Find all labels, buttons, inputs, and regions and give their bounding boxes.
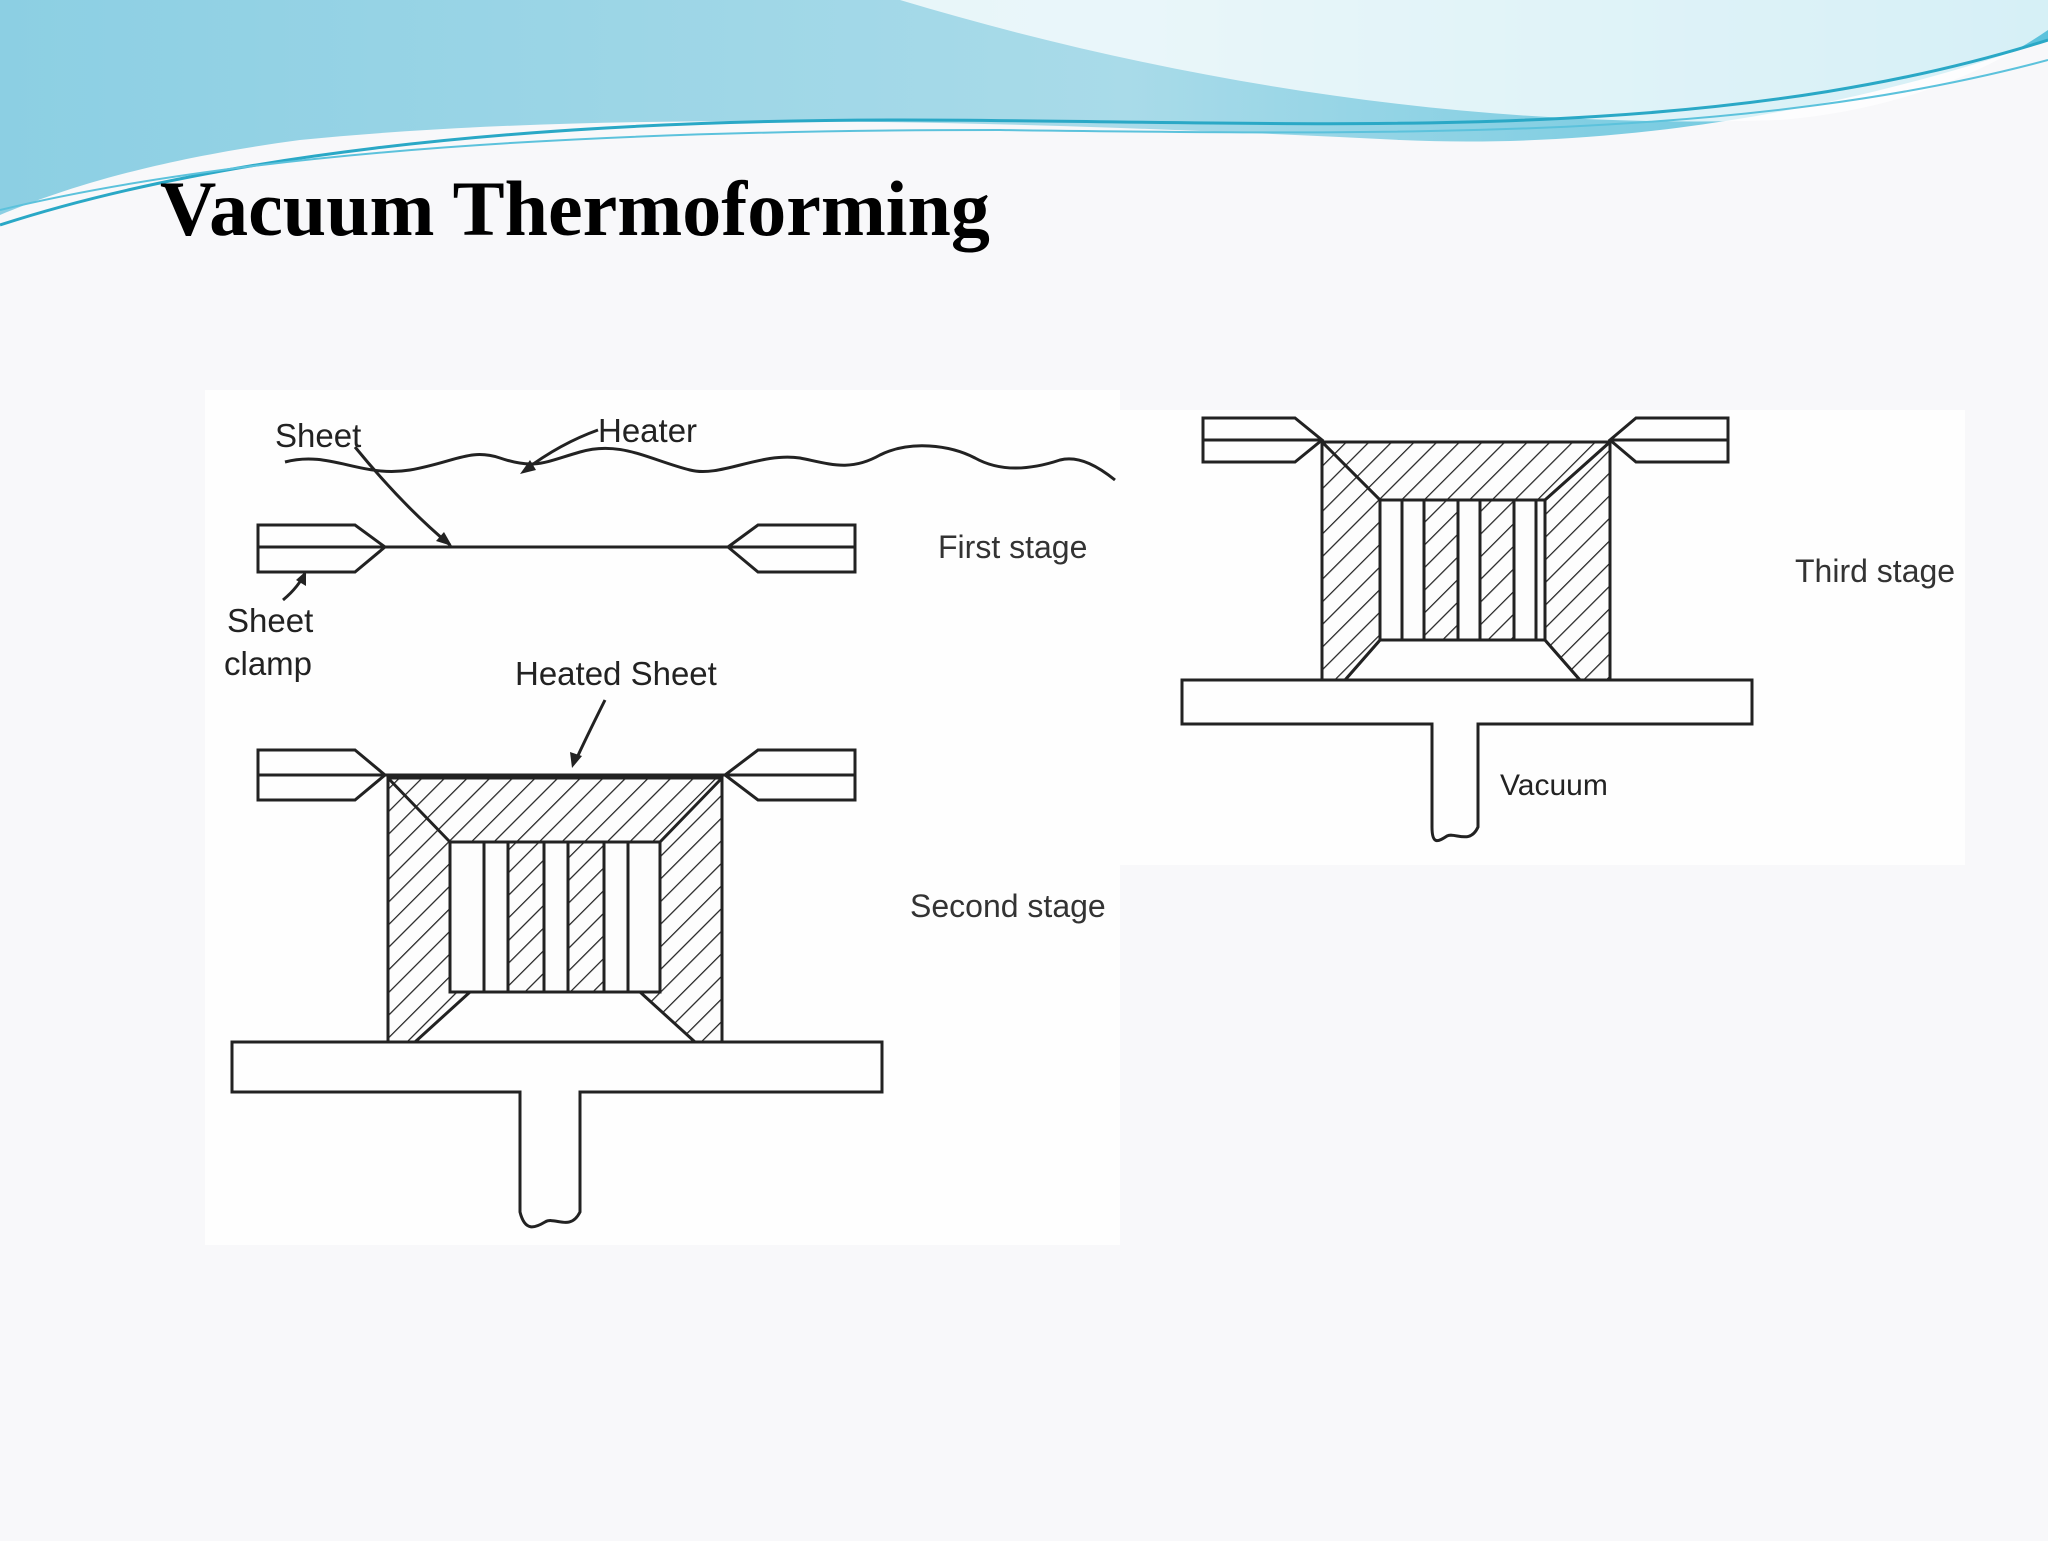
slide-title: Vacuum Thermoforming [160,165,990,252]
base-3 [1180,678,1754,843]
right-clamp-1 [725,523,857,574]
sheet-arrow [353,446,451,547]
right-clamp-3 [1607,416,1730,464]
diagram-labels: Sheet Heater Sheet clamp Heated Sheet Fi… [224,412,1955,924]
label-heated-sheet: Heated Sheet [515,655,717,692]
label-third-stage: Third stage [1795,553,1955,589]
label-sheet-clamp-1: Sheet [227,602,313,639]
third-stage-diagram [1180,416,1754,843]
base-2 [230,1040,884,1229]
label-second-stage: Second stage [910,888,1106,924]
label-sheet-clamp-2: clamp [224,645,312,682]
label-vacuum: Vacuum [1500,769,1608,802]
left-clamp-1 [256,523,388,574]
right-clamp-2 [722,748,857,802]
label-sheet: Sheet [275,417,361,454]
label-first-stage: First stage [938,529,1087,565]
second-stage-diagram [230,699,884,1229]
first-stage-diagram [256,428,1116,602]
heater-line [284,444,1116,482]
header-banner [0,0,2048,227]
left-clamp-3 [1201,416,1325,464]
left-clamp-2 [256,748,388,802]
label-heater: Heater [598,412,697,449]
